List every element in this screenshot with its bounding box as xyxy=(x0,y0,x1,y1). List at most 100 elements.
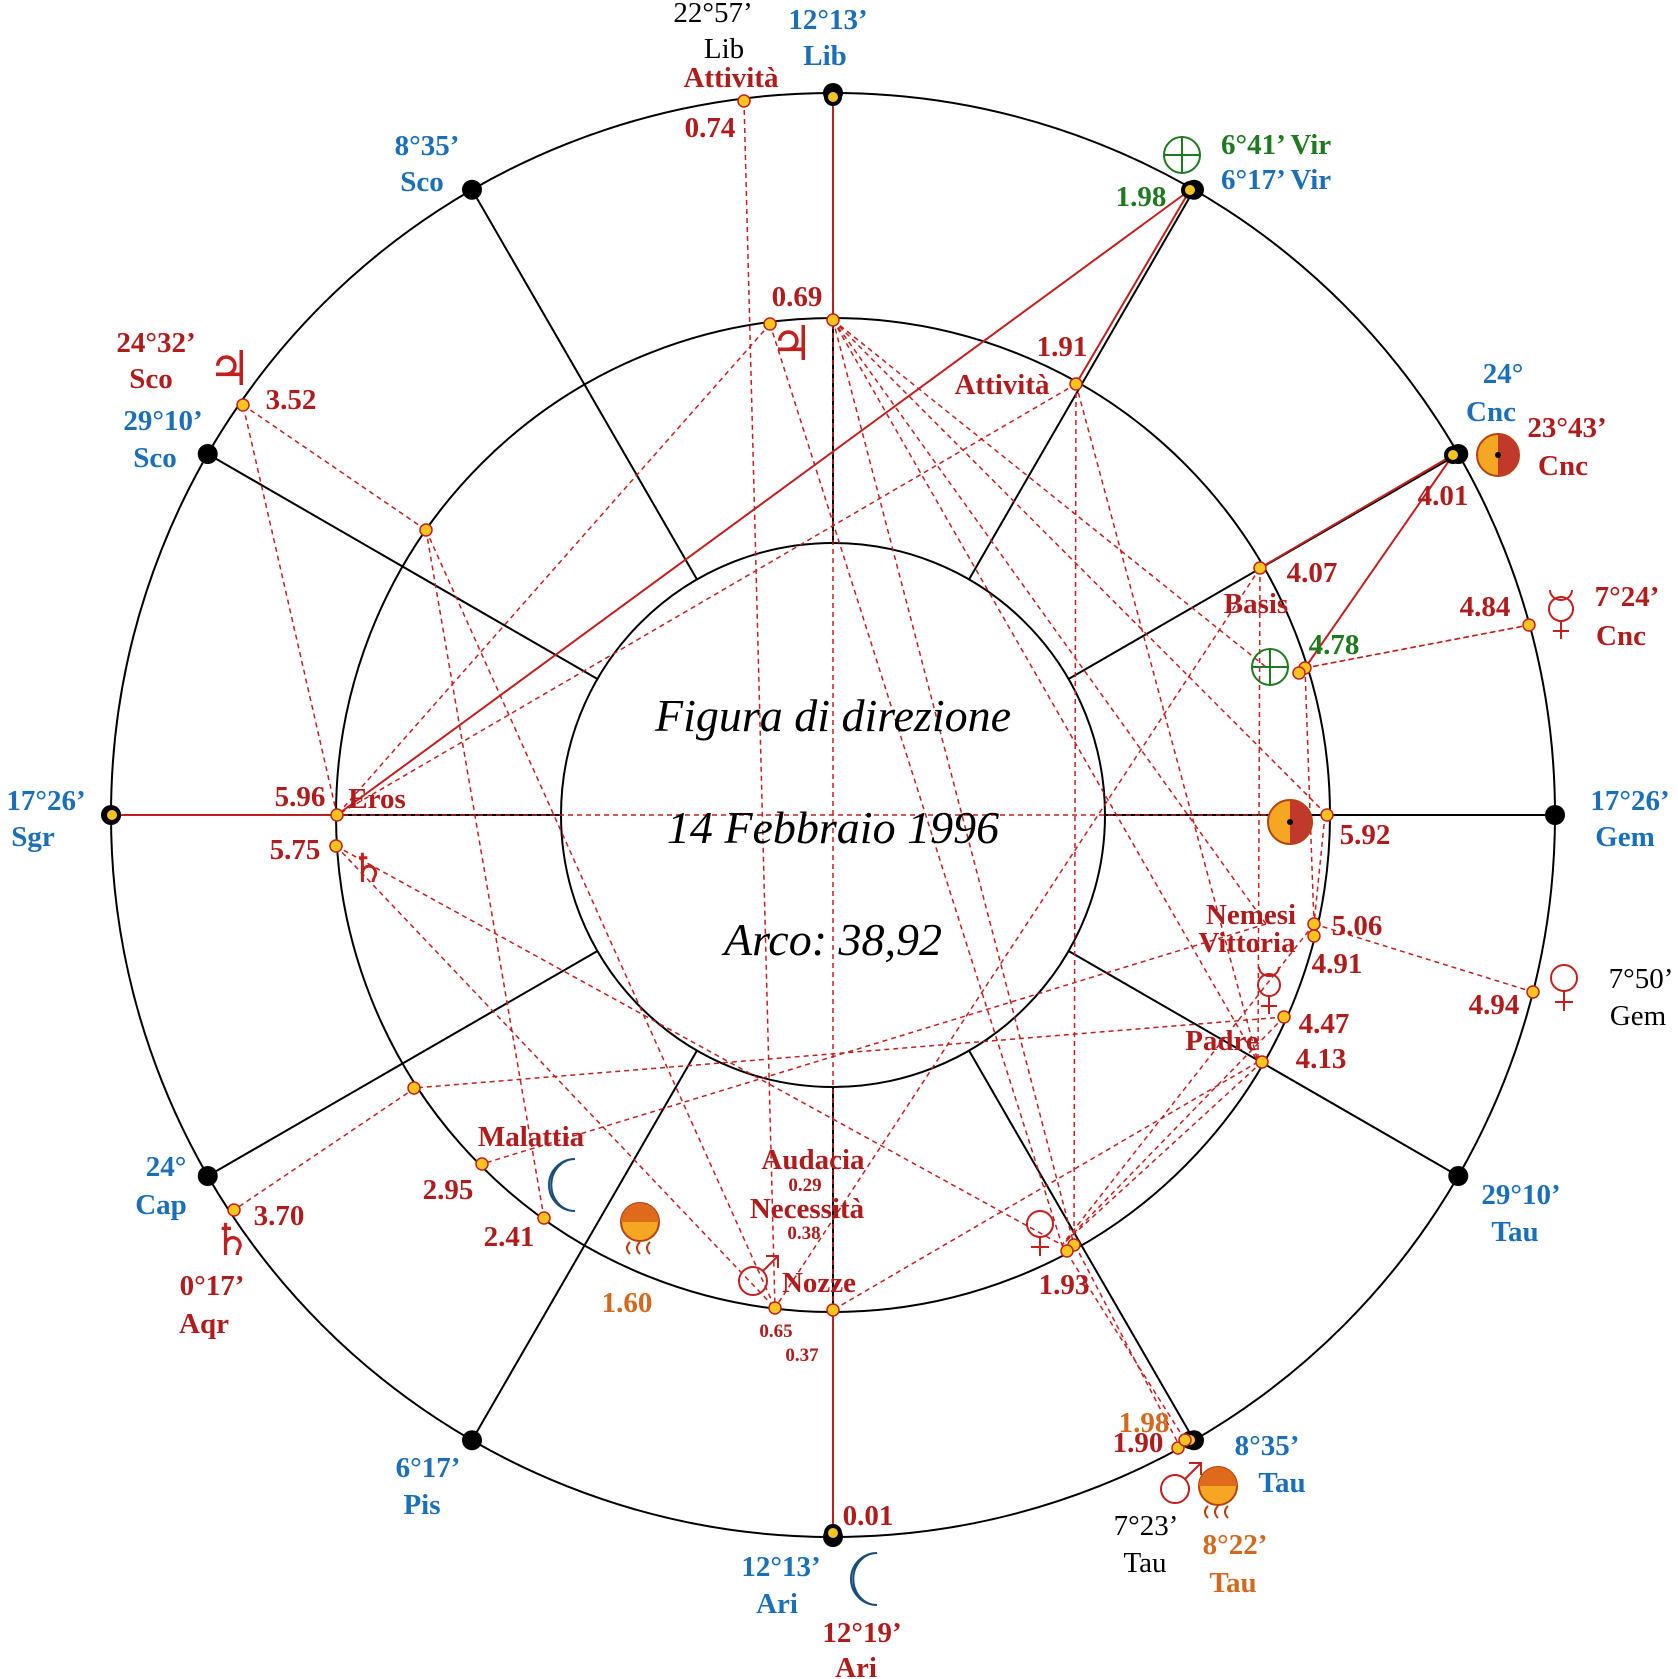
mars-icon xyxy=(1160,1462,1202,1504)
sun-outer-value: 4.01 xyxy=(1418,480,1469,512)
node-icon xyxy=(1198,1466,1238,1519)
malattia-label: Malattia xyxy=(478,1121,585,1153)
vittoria-value: 4.91 xyxy=(1312,948,1363,980)
mars-outer-value: 1.90 xyxy=(1113,1427,1164,1459)
house-cusp-line xyxy=(207,453,598,680)
attivita-inner-label: Attività xyxy=(954,369,1050,401)
sun-icon xyxy=(1267,799,1313,845)
node-sign-label: Tau xyxy=(1209,1567,1256,1599)
cusp-tau1-sign: Tau xyxy=(1258,1467,1305,1499)
point-marker xyxy=(1255,1055,1269,1069)
cusp-dot xyxy=(197,444,218,464)
point-marker xyxy=(329,839,343,853)
center-title: Figura di direzione xyxy=(654,690,1011,741)
part-of-fortune-icon xyxy=(1251,648,1289,686)
mars-icon xyxy=(738,1255,779,1296)
point-marker xyxy=(1178,1433,1192,1447)
moon-degree-label: 12°19’ xyxy=(822,1617,901,1649)
nozze-value: 0.37 xyxy=(785,1345,819,1366)
point-marker xyxy=(1526,985,1540,999)
nemesi-value: 5.06 xyxy=(1332,910,1383,942)
cusp-tau2-sign: Tau xyxy=(1491,1216,1538,1248)
mercury-outer-value: 4.84 xyxy=(1460,591,1511,623)
node-icon xyxy=(620,1202,660,1255)
point-marker xyxy=(1069,377,1083,391)
jupiter-outer-value: 3.52 xyxy=(266,384,317,416)
audacia-value: 0.29 xyxy=(788,1175,821,1196)
point-marker xyxy=(826,1303,840,1317)
eros-value: 5.96 xyxy=(275,781,326,813)
point-marker xyxy=(768,1301,782,1315)
cusp-sco1-sign: Sco xyxy=(400,166,444,198)
audacia-label: Audacia xyxy=(761,1144,865,1176)
house-cusp-line xyxy=(968,1050,1195,1441)
cusp-tau2-degree: 29°10’ xyxy=(1481,1179,1560,1211)
jupiter-degree-label: 24°32’ xyxy=(116,327,195,359)
mars-value-2: 1.98 xyxy=(1119,1407,1170,1439)
moon-inner-value: 2.41 xyxy=(484,1221,535,1253)
moon-sign-label: Ari xyxy=(835,1652,877,1679)
point-marker xyxy=(1307,929,1321,943)
saturn-sign-label: Aqr xyxy=(179,1308,229,1340)
mars-degree-label: 7°23’ xyxy=(1114,1510,1179,1542)
venus-outer-value: 4.94 xyxy=(1469,989,1520,1021)
moon-icon xyxy=(850,1552,878,1606)
saturn-icon: ♄ xyxy=(212,1215,251,1266)
vittoria-label: Vittoria xyxy=(1198,927,1296,959)
saturn-outer-value: 3.70 xyxy=(254,1200,305,1232)
venus-icon xyxy=(1026,1210,1054,1256)
attivita-sign-label: Lib xyxy=(704,33,744,65)
mercury-icon xyxy=(1257,966,1281,1014)
house-cusp-line xyxy=(207,950,598,1177)
cusp-cnc-sign: Cnc xyxy=(1466,396,1516,428)
ic-value: 0.01 xyxy=(843,1500,894,1532)
dsc-degree-label: 17°26’ xyxy=(1590,785,1669,817)
center-arc: Arco: 38,92 xyxy=(721,914,942,965)
node-degree-label: 8°22’ xyxy=(1203,1529,1268,1561)
cusp-sco2-sign: Sco xyxy=(133,442,177,474)
point-marker xyxy=(236,398,250,412)
point-marker xyxy=(1307,917,1321,931)
cusp-cap-degree: 24° xyxy=(146,1151,187,1183)
mercury-degree-label: 7°24’ xyxy=(1595,581,1660,613)
mercury-icon xyxy=(1548,589,1574,639)
sun-icon xyxy=(1476,433,1520,477)
necessita-label: Necessità xyxy=(750,1193,865,1225)
venus-icon xyxy=(1550,964,1578,1011)
padre-value: 4.13 xyxy=(1296,1043,1347,1075)
attivita-outer-value: 0.74 xyxy=(685,112,736,144)
cusp-vir-label: 6°17’ Vir xyxy=(1221,164,1331,196)
point-marker xyxy=(407,1081,421,1095)
point-marker xyxy=(537,1211,551,1225)
venus-degree-label: 7°50’ xyxy=(1609,963,1674,995)
point-marker xyxy=(330,808,344,822)
cusp-sco2-degree: 29°10’ xyxy=(123,405,202,437)
ic-sign-label: Ari xyxy=(756,1588,798,1620)
point-marker xyxy=(1253,561,1267,575)
cusp-tau1-degree: 8°35’ xyxy=(1235,1430,1300,1462)
point-marker xyxy=(763,317,777,331)
fortune-outer-value: 1.98 xyxy=(1116,181,1167,213)
house-cusp-line xyxy=(471,1050,698,1441)
jupiter-sign-label: Sco xyxy=(129,363,173,395)
node-inner-value: 1.60 xyxy=(602,1287,653,1319)
venus-inner-value: 1.93 xyxy=(1039,1269,1090,1301)
part-of-fortune-icon xyxy=(1163,136,1201,174)
ic-degree-label: 12°13’ xyxy=(741,1551,820,1583)
point-marker xyxy=(1522,618,1536,632)
asc-degree-label: 17°26’ xyxy=(6,785,85,817)
cusp-dot xyxy=(1545,805,1565,825)
fortune-inner-value: 4.78 xyxy=(1309,629,1360,661)
nozze-label: Nozze xyxy=(782,1267,856,1299)
point-marker xyxy=(419,523,433,537)
eros-label: Eros xyxy=(348,783,405,815)
point-marker xyxy=(826,313,840,327)
point-marker xyxy=(475,1157,489,1171)
attivita-degree-label: 22°57’ xyxy=(673,0,752,29)
cusp-cnc-degree: 24° xyxy=(1483,358,1524,390)
point-markers xyxy=(227,94,1540,1455)
basis-label: Basis xyxy=(1224,588,1288,620)
attivita-outer-label: Attività xyxy=(683,62,779,94)
point-marker xyxy=(1292,666,1306,680)
mercury-sign-label: Cnc xyxy=(1596,620,1646,652)
